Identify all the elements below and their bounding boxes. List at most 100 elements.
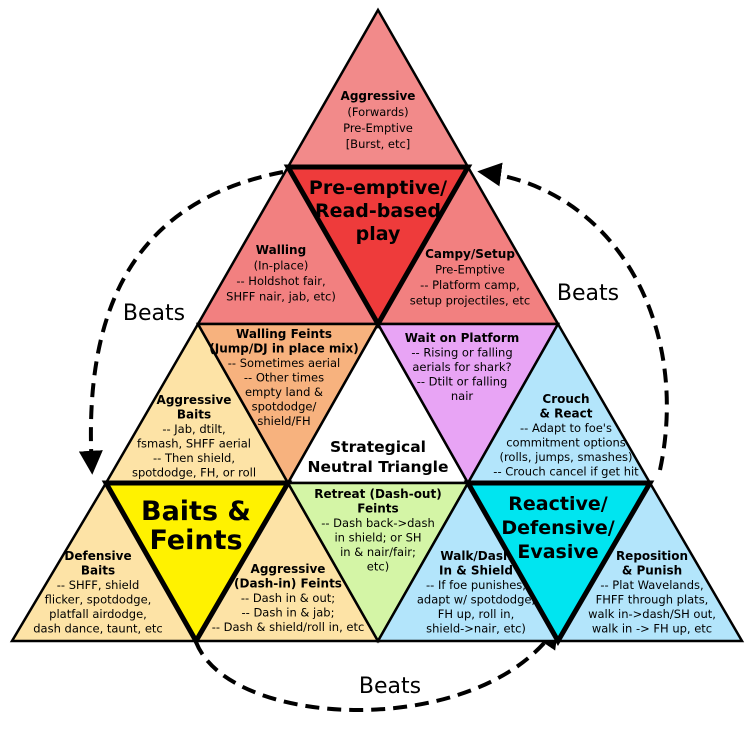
outline-preemptive bbox=[283, 164, 473, 330]
aggr-dash-feints-line-4: -- Dash & shield/roll in, etc bbox=[212, 620, 365, 634]
reposition-line-5: walk in -> FH up, etc bbox=[592, 622, 712, 636]
retreat-feints-line-1: Feints bbox=[357, 502, 398, 516]
crouch-react-line-5: -- Crouch cancel if get hit bbox=[493, 465, 639, 479]
walk-dash-line-3: adapt w/ spotdodge, bbox=[417, 593, 535, 607]
beats-label-right: Beats bbox=[557, 281, 619, 306]
wait-platform-line-1: -- Rising or falling bbox=[411, 346, 512, 360]
reposition-line-4: walk in->dash/SH out, bbox=[588, 607, 716, 621]
campy-line-2: -- Platform camp, bbox=[420, 278, 520, 292]
label-aggr-dash-feints: Aggressive(Dash-in) Feints-- Dash in & o… bbox=[212, 562, 365, 634]
aggressive-top-line-1: (Forwards) bbox=[347, 105, 408, 119]
crouch-react-line-3: commitment options bbox=[506, 436, 626, 450]
aggressive-baits-line-0: Aggressive bbox=[157, 393, 232, 407]
corner-outlines bbox=[101, 164, 655, 647]
aggressive-baits-line-4: -- Then shield, bbox=[153, 451, 235, 465]
aggr-dash-feints-line-3: -- Dash in & jab; bbox=[242, 606, 335, 620]
retreat-feints-line-2: -- Dash back->dash bbox=[321, 516, 435, 530]
reposition-line-1: & Punish bbox=[622, 564, 682, 578]
walk-dash-line-5: shield->nair, etc) bbox=[426, 622, 526, 636]
defensive-baits-line-4: platfall airdodge, bbox=[49, 607, 147, 621]
reactive-line-0: Reactive/ bbox=[508, 493, 607, 515]
reactive-line-2: Evasive bbox=[517, 541, 598, 563]
walling-feints-line-2: -- Sometimes aerial bbox=[228, 356, 340, 370]
walk-dash-line-0: Walk/Dash bbox=[440, 549, 511, 563]
walk-dash-line-4: FH up, roll in, bbox=[438, 607, 515, 621]
label-reactive: Reactive/Defensive/Evasive bbox=[501, 493, 614, 563]
reposition-line-3: FHFF through plats, bbox=[596, 593, 709, 607]
walling-feints-line-4: empty land & bbox=[245, 385, 323, 399]
label-reposition: Reposition& Punish-- Plat Wavelands,FHFF… bbox=[588, 549, 716, 636]
triangle-regions bbox=[9, 7, 745, 644]
crouch-react-line-2: -- Adapt to foe's bbox=[520, 421, 612, 435]
defensive-baits-line-5: dash dance, taunt, etc bbox=[33, 622, 163, 636]
preemptive-line-2: play bbox=[356, 223, 401, 245]
crouch-react-line-0: Crouch bbox=[542, 392, 589, 406]
walling-line-2: -- Holdshot fair, bbox=[236, 274, 325, 288]
aggressive-baits-line-1: Baits bbox=[177, 408, 211, 422]
aggr-dash-feints-line-1: (Dash-in) Feints bbox=[234, 577, 342, 591]
preemptive-line-0: Pre-emptive/ bbox=[309, 177, 447, 199]
aggressive-baits-line-2: -- Jab, dtilt, bbox=[162, 422, 225, 436]
walk-dash-line-2: -- If foe punishes, bbox=[426, 578, 526, 592]
walling-feints-line-3: -- Other times bbox=[244, 371, 324, 385]
region-labels: Aggressive (Forwards) Pre-Emptive [Burst, e… bbox=[33, 89, 716, 636]
reactive-line-1: Defensive/ bbox=[501, 517, 614, 539]
walk-dash-line-1: In & Shield bbox=[439, 564, 513, 578]
defensive-baits-line-0: Defensive bbox=[64, 549, 131, 563]
wait-platform-line-4: nair bbox=[451, 389, 474, 403]
left-beats-arrow bbox=[78, 170, 284, 475]
beats-arrows bbox=[78, 162, 669, 712]
crouch-react-line-4: (rolls, jumps, smashes) bbox=[499, 450, 632, 464]
label-walling-feints: Walling Feints(Jump/DJ in place mix)-- S… bbox=[209, 327, 358, 428]
label-retreat-feints: Retreat (Dash-out)Feints-- Dash back->da… bbox=[314, 487, 441, 574]
outline-reactive bbox=[463, 480, 655, 647]
baits-feints-line-0: Baits & bbox=[141, 496, 251, 527]
defensive-baits-line-1: Baits bbox=[81, 564, 115, 578]
label-baits-feints: Baits &Feints bbox=[141, 496, 251, 556]
label-aggressive-top: Aggressive (Forwards) Pre-Emptive [Burst, e… bbox=[341, 89, 416, 151]
walling-feints-line-6: shield/FH bbox=[257, 414, 310, 428]
defensive-baits-line-2: -- SHFF, shield bbox=[57, 578, 140, 592]
center-line-1: Neutral Triangle bbox=[308, 458, 449, 476]
retreat-feints-line-0: Retreat (Dash-out) bbox=[314, 487, 441, 501]
walling-line-0: Walling bbox=[256, 243, 306, 257]
center-line-0: Strategical bbox=[330, 438, 426, 456]
aggressive-top-line-0: Aggressive bbox=[341, 89, 416, 103]
retreat-feints-line-4: in & nair/fair; bbox=[340, 545, 416, 559]
campy-line-0: Campy/Setup bbox=[425, 247, 515, 261]
aggressive-baits-line-5: spotdodge, FH, or roll bbox=[132, 466, 256, 480]
reposition-line-0: Reposition bbox=[616, 549, 688, 563]
campy-line-3: setup projectiles, etc bbox=[410, 294, 530, 308]
walling-feints-line-0: Walling Feints bbox=[236, 327, 332, 341]
aggressive-top-line-2: Pre-Emptive bbox=[343, 121, 413, 135]
outline-baits-feints bbox=[101, 480, 293, 647]
retreat-feints-line-5: etc) bbox=[367, 560, 389, 574]
wait-platform-line-3: -- Dtilt or falling bbox=[417, 375, 508, 389]
right-beats-arrow bbox=[477, 162, 669, 471]
beats-label-bottom: Beats bbox=[359, 674, 421, 699]
aggr-dash-feints-line-2: -- Dash in & out; bbox=[241, 591, 335, 605]
beats-label-left: Beats bbox=[123, 301, 185, 326]
reposition-line-2: -- Plat Wavelands, bbox=[600, 578, 703, 592]
bottom-beats-arrow bbox=[194, 624, 559, 712]
wait-platform-line-0: Wait on Platform bbox=[405, 331, 520, 345]
crouch-react-line-1: & React bbox=[540, 407, 593, 421]
defensive-baits-line-3: flicker, spotdodge, bbox=[45, 593, 152, 607]
walling-line-3: SHFF nair, jab, etc) bbox=[226, 290, 336, 304]
preemptive-line-1: Read-based bbox=[315, 200, 441, 222]
label-walling: Walling(In-place)-- Holdshot fair,SHFF n… bbox=[226, 243, 336, 304]
aggressive-top-line-3: [Burst, etc] bbox=[346, 137, 411, 151]
baits-feints-line-1: Feints bbox=[149, 525, 242, 556]
walling-feints-line-1: (Jump/DJ in place mix) bbox=[209, 342, 358, 356]
aggr-dash-feints-line-0: Aggressive bbox=[251, 562, 326, 576]
aggressive-baits-line-3: fsmash, SHFF aerial bbox=[137, 437, 251, 451]
